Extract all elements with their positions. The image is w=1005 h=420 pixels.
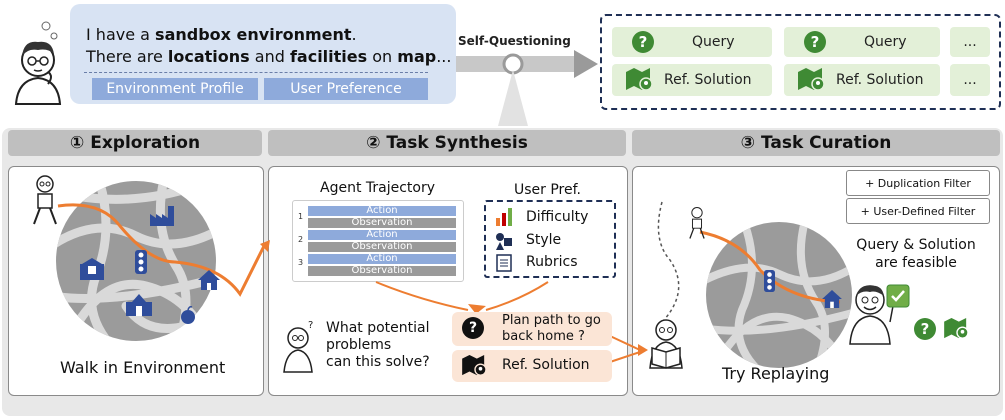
synthesized-solution-card: Ref. Solution	[452, 350, 612, 382]
difficulty-icon	[496, 208, 512, 226]
map-pin-icon	[944, 318, 969, 339]
curation-caption: Try Replaying	[722, 364, 830, 383]
prompt-divider	[84, 72, 428, 73]
user-pref-label: User Pref.	[514, 182, 581, 198]
more-cell: ...	[950, 27, 990, 57]
map-pin-icon	[462, 355, 487, 376]
solution-cell: Ref. Solution	[612, 64, 772, 96]
prompt-line-2: There are locations and facilities on ma…	[86, 47, 451, 66]
agent-trajectory-label: Agent Trajectory	[320, 180, 436, 196]
duplication-filter-tag: + Duplication Filter	[846, 170, 990, 196]
style-icon	[496, 233, 512, 250]
rubrics-icon	[496, 254, 512, 272]
prompt-bold-text: facilities	[289, 47, 368, 66]
prompt-line-1: I have a sandbox environment.	[86, 25, 357, 44]
prompt-bold-text: locations	[167, 47, 250, 66]
question-line: can this solve?	[326, 354, 430, 370]
more-cell: ...	[950, 64, 990, 96]
plan-line: back home ?	[502, 329, 585, 344]
prompt-text: There are	[86, 47, 168, 66]
apple-icon	[181, 306, 195, 324]
question-text: What potential problems can this solve?	[326, 320, 430, 371]
query-label: Query	[692, 34, 735, 50]
exploration-caption: Walk in Environment	[60, 358, 226, 377]
walking-person-icon	[33, 175, 57, 225]
action-bar: Action	[308, 254, 456, 264]
action-bar: Action	[308, 230, 456, 240]
school-icon	[126, 294, 152, 316]
traffic-light-icon	[764, 270, 775, 292]
feasible-line: Query & Solution	[856, 237, 976, 253]
stage-title-synthesis: ② Task Synthesis	[268, 130, 626, 156]
step-number: 2	[298, 235, 304, 244]
step-number: 1	[298, 212, 304, 221]
solution-label: Ref. Solution	[836, 72, 924, 88]
feasible-text: Query & Solution are feasible	[856, 236, 976, 272]
user-preference-tag: User Preference	[264, 78, 428, 100]
prompt-text: and	[249, 47, 290, 66]
stage-title-exploration: ① Exploration	[8, 130, 262, 156]
plan-line: Plan path to go	[502, 313, 601, 328]
prompt-text: ...	[436, 47, 452, 66]
prompt-text: I have a	[86, 25, 156, 44]
pref-rubrics: Rubrics	[526, 254, 578, 270]
self-questioning-arrow	[456, 50, 598, 126]
walking-person-icon	[689, 206, 705, 239]
solution-label: Ref. Solution	[502, 357, 590, 373]
synthesized-query-card: ? Plan path to go back home ?	[452, 312, 612, 346]
plan-text: Plan path to go back home ?	[502, 313, 601, 345]
solution-cell: Ref. Solution	[784, 64, 940, 96]
check-sign-icon	[886, 284, 910, 308]
observation-bar: Observation	[308, 266, 456, 276]
home-icon	[822, 290, 842, 308]
query-label: Query	[864, 34, 907, 50]
observation-bar: Observation	[308, 242, 456, 252]
prompt-text: on	[367, 47, 398, 66]
self-questioning-label: Self-Questioning	[458, 34, 571, 48]
question-icon: ?	[462, 317, 484, 339]
trajectory-box	[292, 200, 464, 282]
query-cell: ? Query	[784, 27, 940, 57]
map-pin-icon	[626, 68, 653, 91]
ellipsis: ...	[963, 72, 977, 88]
prompt-bold-text: map	[397, 47, 437, 66]
prompt-bold-text: sandbox environment	[155, 25, 352, 44]
step-number: 3	[298, 258, 304, 267]
solution-label: Ref. Solution	[664, 72, 752, 88]
question-icon: ?	[804, 31, 826, 53]
map-pin-icon	[798, 68, 825, 91]
home-icon	[198, 270, 220, 290]
stage-title-curation: ③ Task Curation	[632, 130, 1000, 156]
pref-style: Style	[526, 232, 562, 248]
observation-bar: Observation	[308, 218, 456, 228]
pref-difficulty: Difficulty	[526, 209, 589, 225]
feasible-line: are feasible	[875, 255, 957, 271]
reading-map-person-icon	[649, 319, 683, 369]
question-icon: ?	[914, 318, 936, 340]
traffic-light-icon	[135, 250, 147, 274]
action-bar: Action	[308, 206, 456, 216]
prompt-text: .	[351, 25, 357, 44]
user-defined-filter-tag: + User-Defined Filter	[846, 198, 990, 224]
hospital-icon	[80, 258, 104, 280]
environment-profile-tag: Environment Profile	[92, 78, 258, 100]
thinking-person-icon: ?	[283, 320, 313, 373]
factory-icon	[150, 206, 174, 226]
query-cell: ? Query	[612, 27, 772, 57]
thinking-person-icon	[14, 21, 62, 105]
replay-map	[706, 222, 852, 368]
happy-person-icon	[849, 285, 897, 345]
question-line: What potential	[326, 320, 430, 336]
question-icon: ?	[632, 31, 654, 53]
question-line: problems	[326, 337, 392, 353]
svg-text:?: ?	[308, 320, 313, 331]
ellipsis: ...	[963, 34, 977, 50]
